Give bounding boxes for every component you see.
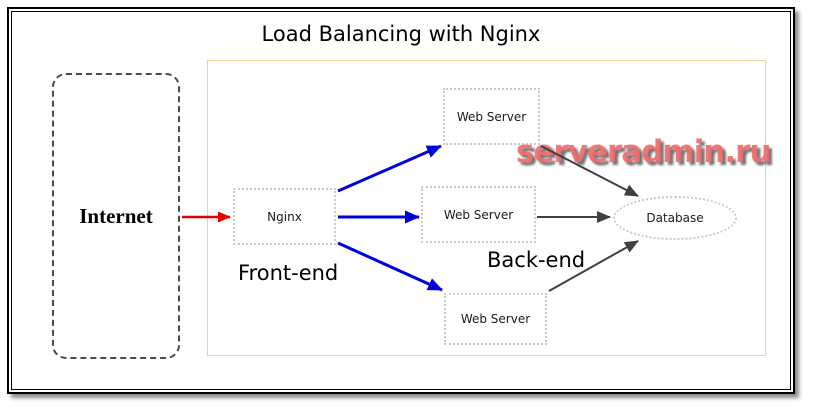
node-web-server-bottom: Web Server — [444, 293, 547, 345]
node-web-server-bottom-label: Web Server — [460, 312, 531, 326]
node-nginx: Nginx — [233, 188, 336, 245]
node-internet: Internet — [52, 73, 180, 359]
diagram-title: Load Balancing with Nginx — [261, 22, 541, 46]
diagram-frame-inner-border — [11, 11, 791, 390]
node-web-server-top: Web Server — [443, 88, 540, 145]
servers-zone-box — [207, 60, 766, 356]
node-web-server-middle-label: Web Server — [443, 207, 514, 222]
node-web-server-middle: Web Server — [421, 186, 536, 243]
node-web-server-top-label: Web Server — [456, 109, 527, 124]
watermark-text: serveradmin.ru — [516, 134, 772, 170]
node-database-label: Database — [646, 211, 704, 225]
node-database: Database — [613, 196, 737, 240]
front-end-zone-label: Front-end — [238, 261, 339, 285]
back-end-zone-label: Back-end — [487, 248, 586, 272]
node-nginx-label: Nginx — [267, 209, 302, 224]
node-internet-label: Internet — [79, 203, 153, 228]
